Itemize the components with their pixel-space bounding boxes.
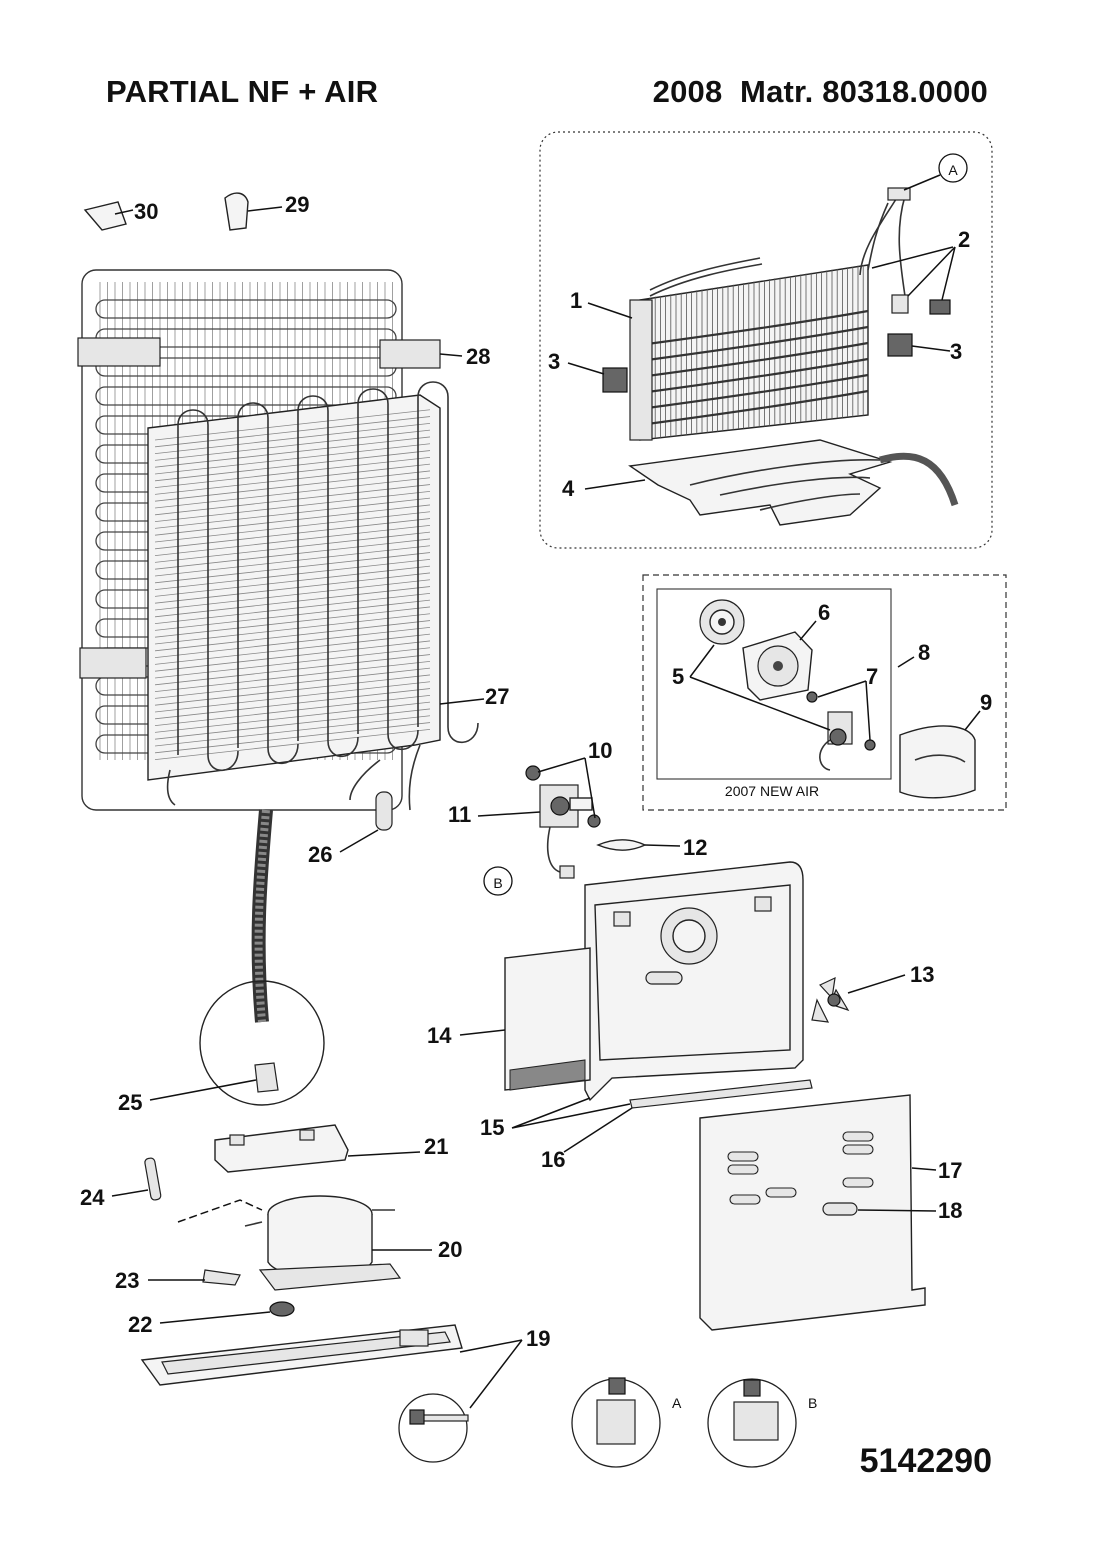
bracket-part-23 bbox=[202, 1269, 241, 1286]
callout-24: 24 bbox=[80, 1185, 105, 1210]
connector-b-label: B bbox=[493, 875, 502, 891]
callout-6: 6 bbox=[818, 600, 830, 625]
insulation-pad-right bbox=[887, 333, 913, 357]
callout-21: 21 bbox=[424, 1134, 448, 1159]
filter-drier bbox=[375, 791, 393, 831]
bracket-top-right bbox=[379, 339, 441, 369]
year-label: 2008 bbox=[652, 74, 723, 109]
detail-circle-pin bbox=[398, 1393, 468, 1463]
callout-13: 13 bbox=[910, 962, 934, 987]
fan-motor-housing bbox=[742, 631, 813, 701]
callout-19: 19 bbox=[526, 1326, 550, 1351]
document-code: 5142290 bbox=[859, 1442, 992, 1480]
callout-29: 29 bbox=[285, 192, 309, 217]
cap-part-30 bbox=[83, 201, 127, 231]
detail-circle-hose bbox=[199, 980, 325, 1106]
bracket-top-left bbox=[77, 337, 161, 367]
grommet bbox=[269, 1301, 295, 1317]
callout-23: 23 bbox=[115, 1268, 139, 1293]
callout-3-right: 3 bbox=[950, 339, 962, 364]
sensor-wiring bbox=[859, 174, 941, 314]
callout-15: 15 bbox=[480, 1115, 504, 1140]
tube-part-24 bbox=[144, 1157, 162, 1201]
callout-12: 12 bbox=[683, 835, 707, 860]
clip-part-29 bbox=[224, 192, 249, 231]
defrost-heater bbox=[628, 439, 959, 526]
callout-18: 18 bbox=[938, 1198, 962, 1223]
fan-bracket bbox=[596, 839, 647, 851]
callout-9: 9 bbox=[980, 690, 992, 715]
fan-motor-assembly bbox=[525, 765, 601, 879]
callout-17: 17 bbox=[938, 1158, 962, 1183]
evaporator-group-frame bbox=[539, 131, 993, 549]
matr-label: Matr. 80318.0000 bbox=[740, 74, 988, 109]
callout-2: 2 bbox=[958, 227, 970, 252]
insulation-panel bbox=[504, 947, 591, 1091]
rear-cover-panel bbox=[699, 1094, 926, 1331]
base-plate bbox=[140, 1324, 463, 1386]
callout-25: 25 bbox=[118, 1090, 142, 1115]
callout-16: 16 bbox=[541, 1147, 565, 1172]
callout-28: 28 bbox=[466, 344, 490, 369]
sensor-pad bbox=[929, 299, 951, 315]
condenser-front bbox=[147, 381, 479, 781]
fan-inset-box bbox=[656, 588, 892, 780]
callout-20: 20 bbox=[438, 1237, 462, 1262]
callout-26: 26 bbox=[308, 842, 332, 867]
fan-cover bbox=[899, 725, 976, 799]
connector-a-label: A bbox=[948, 162, 958, 178]
model-info: 2008 Matr. 80318.0000 bbox=[653, 74, 988, 110]
callout-3-left: 3 bbox=[548, 349, 560, 374]
callout-22: 22 bbox=[128, 1312, 152, 1337]
callout-10: 10 bbox=[588, 738, 612, 763]
detail-a-label: A bbox=[672, 1395, 682, 1411]
callout-5: 5 bbox=[672, 664, 684, 689]
inset-caption: 2007 NEW AIR bbox=[725, 783, 819, 799]
detail-b-label: B bbox=[808, 1395, 817, 1411]
callout-11: 11 bbox=[448, 802, 471, 827]
callout-1: 1 bbox=[570, 288, 582, 313]
evaporator bbox=[629, 257, 869, 441]
callout-numbers: 1 2 3 3 4 5 6 7 8 9 10 11 12 13 14 15 16… bbox=[80, 192, 992, 1351]
connector-b-marker bbox=[483, 866, 513, 896]
compressor bbox=[244, 1195, 402, 1291]
hose-end bbox=[254, 1062, 279, 1093]
leader-lines bbox=[111, 206, 981, 1409]
callout-27: 27 bbox=[485, 684, 509, 709]
callout-8: 8 bbox=[918, 640, 930, 665]
callout-14: 14 bbox=[427, 1023, 452, 1048]
fan-wheel bbox=[699, 599, 745, 645]
callout-7: 7 bbox=[866, 664, 878, 689]
bracket-bottom-left bbox=[79, 647, 147, 679]
seal-strip bbox=[629, 1079, 813, 1109]
callout-4: 4 bbox=[562, 476, 575, 501]
insulation-pad-left bbox=[602, 367, 628, 393]
page-title: PARTIAL NF + AIR bbox=[106, 74, 379, 109]
callout-30: 30 bbox=[134, 199, 158, 224]
electrical-box-cover bbox=[214, 1124, 349, 1173]
air-duct-panel bbox=[584, 861, 804, 1102]
fan-motor bbox=[806, 691, 876, 771]
fan-group-frame bbox=[642, 574, 1007, 811]
detail-circle-connector-b bbox=[707, 1378, 797, 1468]
connector-a-marker bbox=[938, 153, 968, 183]
